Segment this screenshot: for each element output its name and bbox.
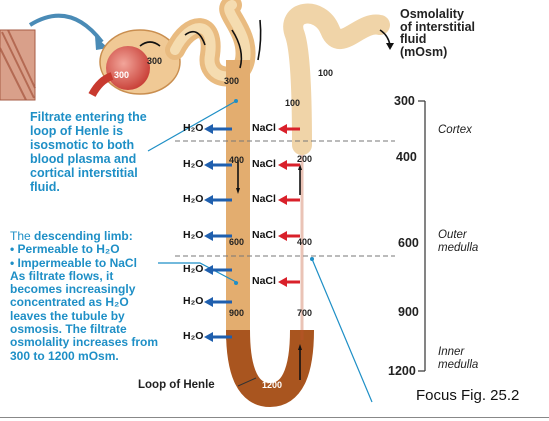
nacl-label: NaCl <box>252 122 276 134</box>
water-label: H₂O <box>183 193 204 205</box>
callout-line-filtrate <box>147 100 237 152</box>
value-asc-400: 400 <box>297 237 313 247</box>
value-pct: 300 <box>224 76 240 86</box>
nacl-arrow-head <box>278 231 287 241</box>
loop-of-henle-label: Loop of Henle <box>138 379 215 391</box>
header-line-4: (mOsm) <box>400 44 448 59</box>
nacl-arrow-head <box>278 160 287 170</box>
callout-filtrate-line: blood plasma and <box>30 152 137 166</box>
water-label: H₂O <box>183 229 204 241</box>
callout-filtrate-line: loop of Henle is <box>30 124 124 138</box>
water-label: H₂O <box>183 295 204 307</box>
descending-line: leaves the tubule by <box>10 308 125 323</box>
descending-title: The descending limb: <box>10 229 178 243</box>
value-capsule: 300 <box>147 56 163 66</box>
value-bottom-1200: 1200 <box>262 380 283 390</box>
descending-line: concentrated as H₂O <box>10 295 129 310</box>
nacl-arrow-head <box>278 124 287 134</box>
nacl-label: NaCl <box>252 158 276 170</box>
scale-value-300: 300 <box>394 94 415 108</box>
callout-filtrate: Filtrate entering the loop of Henle is i… <box>30 110 160 194</box>
nacl-label: NaCl <box>252 275 276 287</box>
nacl-arrow-group <box>278 124 300 287</box>
header-line-2: of interstitial <box>400 19 476 34</box>
zone-inner-line2: medulla <box>438 359 479 371</box>
distal-tubule <box>283 3 390 155</box>
descending-title-bold: descending limb: <box>34 229 133 243</box>
value-desc-600: 600 <box>229 237 245 247</box>
nacl-label: NaCl <box>252 229 276 241</box>
zone-outer-line2: medulla <box>438 242 479 254</box>
value-asc-700: 700 <box>297 308 313 318</box>
water-arrow-group <box>204 124 232 342</box>
glomerulus <box>106 46 150 90</box>
scale-value-600: 600 <box>398 236 419 250</box>
water-arrow-head <box>204 160 213 170</box>
zone-inner-line1: Inner <box>438 346 465 358</box>
callout-line-ascending <box>311 258 373 403</box>
callout-line-descending <box>158 262 239 284</box>
callout-filtrate-line: isosmotic to both <box>30 138 135 152</box>
water-label: H₂O <box>183 330 204 342</box>
flow-arrows <box>139 19 391 380</box>
water-label: H₂O <box>183 263 204 275</box>
zone-outer-line1: Outer <box>438 229 467 241</box>
descending-title-prefix: The <box>10 229 35 243</box>
scale-value-900: 900 <box>398 305 419 319</box>
zone-cortex: Cortex <box>438 124 472 136</box>
nacl-label: NaCl <box>252 193 276 205</box>
descending-line: As filtrate flows, it <box>10 268 114 283</box>
descending-line: 300 to 1200 mOsm. <box>10 348 119 363</box>
callout-filtrate-line: fluid. <box>30 180 60 194</box>
zone-inner-medulla: Inner medulla <box>438 346 478 372</box>
water-arrow-head <box>204 195 213 205</box>
water-arrow-head <box>204 297 213 307</box>
nacl-arrow-head <box>278 277 287 287</box>
water-arrow-head <box>204 332 213 342</box>
callout-descending-limb: The descending limb: • Permeable to H₂O … <box>10 229 178 363</box>
water-arrow-head <box>204 231 213 241</box>
loop-bend <box>226 329 314 408</box>
callout-filtrate-line: cortical interstitial <box>30 166 138 180</box>
value-dct: 100 <box>318 68 334 78</box>
value-asc-200: 200 <box>297 154 313 164</box>
nacl-arrow-head <box>278 195 287 205</box>
figure-caption: Focus Fig. 25.2 <box>416 387 520 404</box>
descending-point-2: • Impermeable to NaCl <box>10 255 137 270</box>
water-arrow-head <box>204 124 213 134</box>
water-label: H₂O <box>183 158 204 170</box>
value-asc-top: 100 <box>285 98 301 108</box>
scale-value-400: 400 <box>396 150 417 164</box>
descending-line: becomes increasingly <box>10 282 136 297</box>
osmolality-header: Osmolality of interstitial fluid (mOsm) <box>400 8 475 58</box>
scale-value-1200: 1200 <box>388 364 416 378</box>
descending-line: osmosis. The filtrate <box>10 322 127 337</box>
value-desc-400: 400 <box>229 155 245 165</box>
water-label: H₂O <box>183 122 204 134</box>
loop-label-leader <box>237 377 257 387</box>
value-glomerulus: 300 <box>114 70 130 80</box>
descending-line: osmolality increases from <box>10 335 159 350</box>
header-line-3: fluid <box>400 32 427 46</box>
bottom-divider <box>0 417 549 418</box>
zone-outer-medulla: Outer medulla <box>438 229 478 255</box>
descending-point-1: • Permeable to H₂O <box>10 242 120 257</box>
flow-curve-arrow <box>28 13 104 44</box>
artery-segment <box>0 29 36 101</box>
header-line-1: Osmolality <box>400 7 464 21</box>
water-arrow-head <box>204 265 213 275</box>
callout-filtrate-line: Filtrate entering the <box>30 110 147 124</box>
value-desc-900: 900 <box>229 308 245 318</box>
